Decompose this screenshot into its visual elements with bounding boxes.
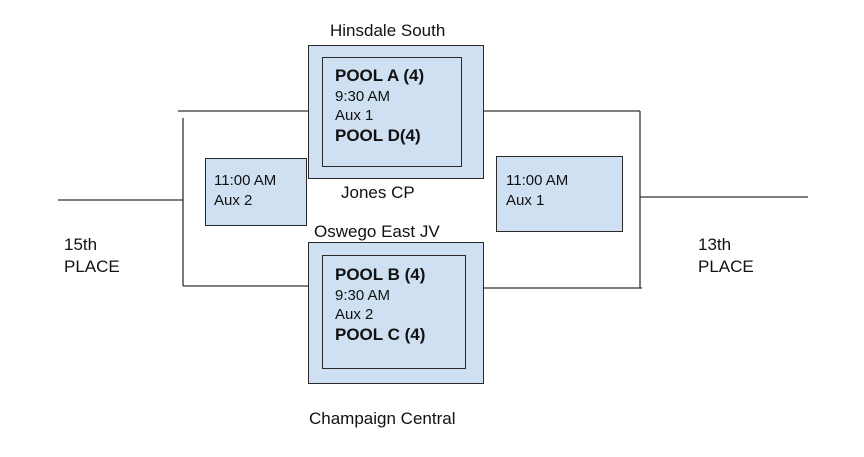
bottom-match-box: POOL B (4) 9:30 AM Aux 2 POOL C (4) bbox=[322, 255, 466, 369]
top-match-time: 9:30 AM bbox=[335, 88, 391, 105]
top-match-box: POOL A (4) 9:30 AM Aux 1 POOL D(4) bbox=[322, 57, 462, 167]
thirteenth-place-label: 13th PLACE bbox=[698, 234, 754, 278]
right-match-court: Aux 1 bbox=[506, 192, 545, 209]
top-match-court: Aux 1 bbox=[335, 107, 374, 124]
left-match-box: 11:00 AM Aux 2 bbox=[205, 158, 307, 226]
right-match-time: 11:00 AM bbox=[506, 172, 569, 189]
hinsdale-label: Hinsdale South bbox=[330, 21, 446, 40]
fifteenth-place-line2: PLACE bbox=[64, 257, 120, 276]
pool-b-label: POOL B (4) bbox=[335, 265, 426, 284]
oswego-label: Oswego East JV bbox=[314, 222, 440, 241]
left-match-time: 11:00 AM bbox=[214, 172, 277, 189]
pool-d-label: POOL D(4) bbox=[335, 126, 421, 145]
fifteenth-place-line1: 15th bbox=[64, 235, 98, 254]
bottom-match-time: 9:30 AM bbox=[335, 287, 391, 304]
fifteenth-place-label: 15th PLACE bbox=[64, 234, 120, 278]
thirteenth-place-line1: 13th bbox=[698, 235, 732, 254]
champaign-label: Champaign Central bbox=[309, 409, 456, 428]
right-match-box: 11:00 AM Aux 1 bbox=[496, 156, 623, 232]
left-match-court: Aux 2 bbox=[214, 192, 253, 209]
pool-a-label: POOL A (4) bbox=[335, 66, 425, 85]
bottom-match-court: Aux 2 bbox=[335, 306, 374, 323]
jones-label: Jones CP bbox=[341, 183, 415, 202]
thirteenth-place-line2: PLACE bbox=[698, 257, 754, 276]
pool-c-label: POOL C (4) bbox=[335, 325, 426, 344]
